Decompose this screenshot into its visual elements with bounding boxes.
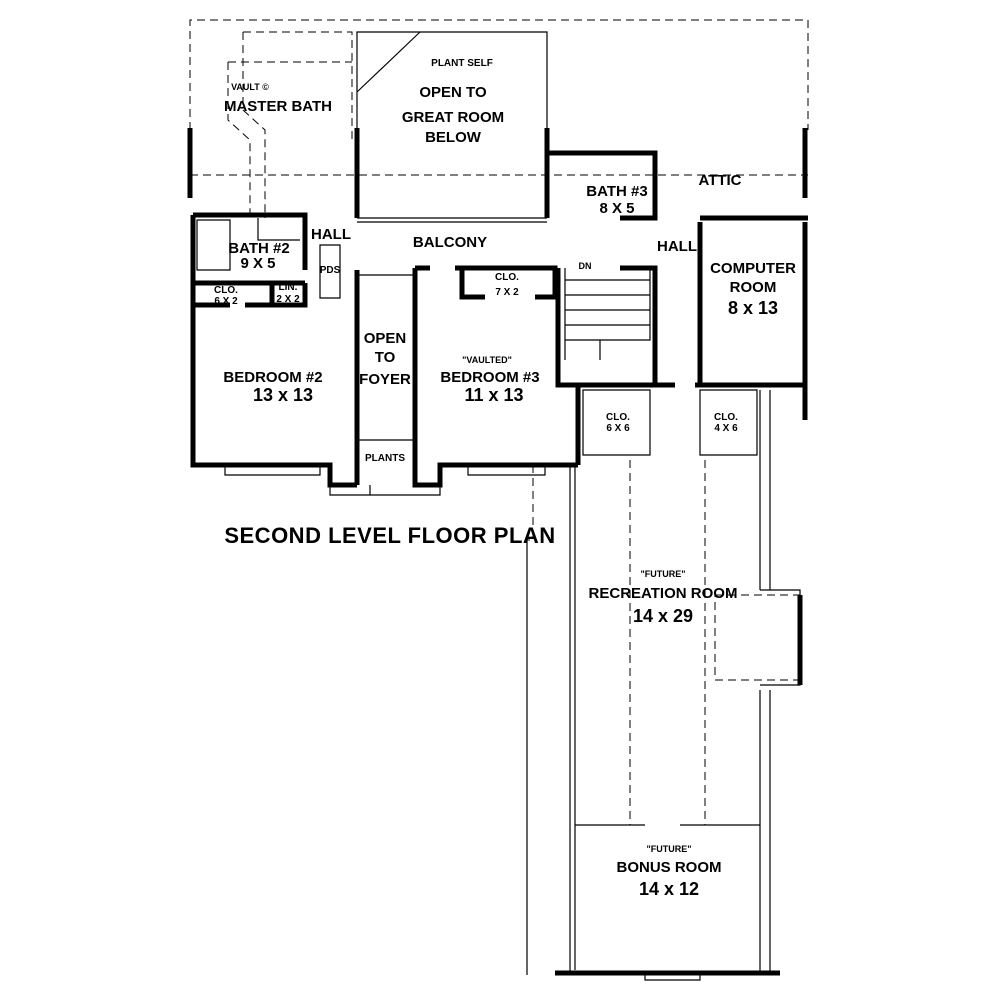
linen-label: LIN. bbox=[279, 282, 298, 293]
bonus-size: 14 x 12 bbox=[639, 879, 699, 899]
bonus-note: "FUTURE" bbox=[646, 844, 691, 854]
closet-4x6-label: CLO. bbox=[714, 412, 738, 423]
closet-4x6-size: 4 X 6 bbox=[714, 423, 738, 434]
bedroom2-size: 13 x 13 bbox=[253, 385, 313, 405]
great-room-line3: BELOW bbox=[425, 129, 482, 146]
bath3-label: BATH #3 bbox=[586, 183, 647, 200]
closet-6x6-size: 6 X 6 bbox=[606, 423, 630, 434]
great-room-line1: OPEN TO bbox=[419, 84, 487, 101]
attic-label: ATTIC bbox=[698, 172, 741, 189]
stairs-down-label: DN bbox=[579, 261, 592, 271]
bedroom2-label: BEDROOM #2 bbox=[223, 369, 322, 386]
bedroom3-note: "VAULTED" bbox=[462, 355, 512, 365]
great-room-line2: GREAT ROOM bbox=[402, 109, 504, 126]
closet-6x6-label: CLO. bbox=[606, 412, 630, 423]
outer-roofline bbox=[189, 19, 809, 218]
bedroom3-size: 11 x 13 bbox=[464, 385, 523, 405]
wing-walls bbox=[526, 389, 803, 981]
bonus-label: BONUS ROOM bbox=[617, 859, 722, 876]
hall-left-label: HALL bbox=[311, 226, 351, 243]
walls bbox=[187, 31, 808, 496]
hall-right-label: HALL bbox=[657, 238, 697, 255]
plan-title: SECOND LEVEL FLOOR PLAN bbox=[224, 523, 555, 548]
closet-bed3-size: 7 X 2 bbox=[495, 287, 519, 298]
bath2-label: BATH #2 bbox=[228, 240, 289, 257]
recreation-note: "FUTURE" bbox=[640, 569, 685, 579]
open-foyer-line1: OPEN bbox=[364, 330, 407, 347]
linen-size: 2 X 2 bbox=[276, 294, 300, 305]
recreation-label: RECREATION ROOM bbox=[589, 585, 738, 602]
closet-bed3-label: CLO. bbox=[495, 272, 519, 283]
closet-bed2-label: CLO. bbox=[214, 285, 238, 296]
master-bath-note: VAULT © bbox=[231, 82, 269, 92]
computer-room-line2: ROOM bbox=[730, 279, 777, 296]
balcony-label: BALCONY bbox=[413, 234, 487, 251]
pds-label: PDS bbox=[320, 265, 341, 276]
recreation-size: 14 x 29 bbox=[633, 606, 693, 626]
bath2-size: 9 X 5 bbox=[240, 255, 275, 272]
computer-room-size: 8 x 13 bbox=[728, 298, 778, 318]
bath3-size: 8 X 5 bbox=[599, 200, 634, 217]
computer-room-line1: COMPUTER bbox=[710, 260, 796, 277]
bedroom3-label: BEDROOM #3 bbox=[440, 369, 539, 386]
master-bath-label: MASTER BATH bbox=[224, 98, 332, 115]
open-foyer-line2: TO bbox=[375, 349, 396, 366]
plant-shelf-label: PLANT SELF bbox=[431, 58, 493, 69]
closet-bed2-size: 6 X 2 bbox=[214, 296, 238, 307]
plants-label: PLANTS bbox=[365, 453, 405, 464]
room-labels: VAULT © MASTER BATH PLANT SELF OPEN TO G… bbox=[214, 58, 796, 899]
open-foyer-line3: FOYER bbox=[359, 371, 411, 388]
